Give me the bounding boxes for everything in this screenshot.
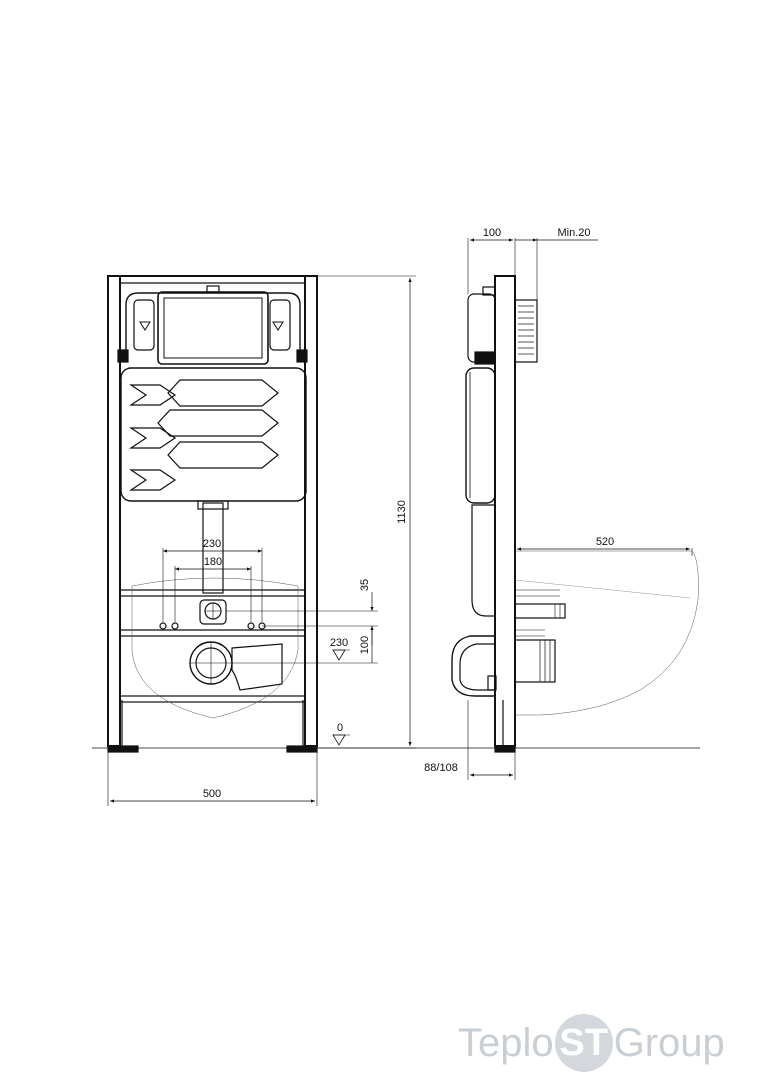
- side-flush-plate: [514, 299, 538, 363]
- side-outlet-pipe: [514, 639, 556, 683]
- level-mark-230: [332, 649, 346, 661]
- flush-plate-opening: [157, 291, 269, 365]
- dim-100-vertical: 100: [359, 636, 371, 654]
- wc-outline-front: [131, 577, 299, 719]
- side-frame-upright: [494, 275, 516, 747]
- dim-0-level: 0: [337, 722, 343, 734]
- cistern: [120, 367, 307, 502]
- watermark-badge: ST: [554, 1014, 613, 1072]
- dim-100-side: 100: [483, 227, 501, 239]
- dim-35-vertical: 35: [359, 579, 371, 591]
- dim-230-horizontal: 230: [203, 538, 221, 550]
- side-flush-pipe: [471, 504, 496, 617]
- dim-1130-vertical: 1130: [396, 500, 408, 524]
- cistern-ribs: [129, 379, 279, 491]
- bottom-crossbar: [119, 695, 306, 703]
- water-inlet: [199, 599, 227, 625]
- foot-left: [107, 745, 139, 753]
- side-cistern: [465, 367, 496, 504]
- dim-520-side: 520: [596, 536, 614, 548]
- side-drain-bend: [451, 635, 495, 697]
- flush-housing: [125, 292, 301, 355]
- dim-min20-side: Min.20: [557, 227, 590, 239]
- dim-180-horizontal: 180: [204, 556, 222, 568]
- flush-pipe: [202, 502, 224, 594]
- front-view: [92, 275, 420, 806]
- wc-outline-side: [515, 550, 699, 716]
- dim-230-level: 230: [330, 637, 348, 649]
- side-view: [420, 238, 700, 780]
- foot-right: [286, 745, 318, 753]
- frame-right-upright: [304, 275, 318, 747]
- watermark-left: Teplo: [458, 1020, 554, 1065]
- dim-500-horizontal: 500: [203, 788, 221, 800]
- frame-left-upright: [107, 275, 121, 747]
- dim-88-108-side: 88/108: [424, 762, 458, 774]
- drain-elbow: [231, 643, 283, 691]
- level-mark-0: [332, 734, 346, 746]
- watermark-right: Group: [613, 1020, 725, 1065]
